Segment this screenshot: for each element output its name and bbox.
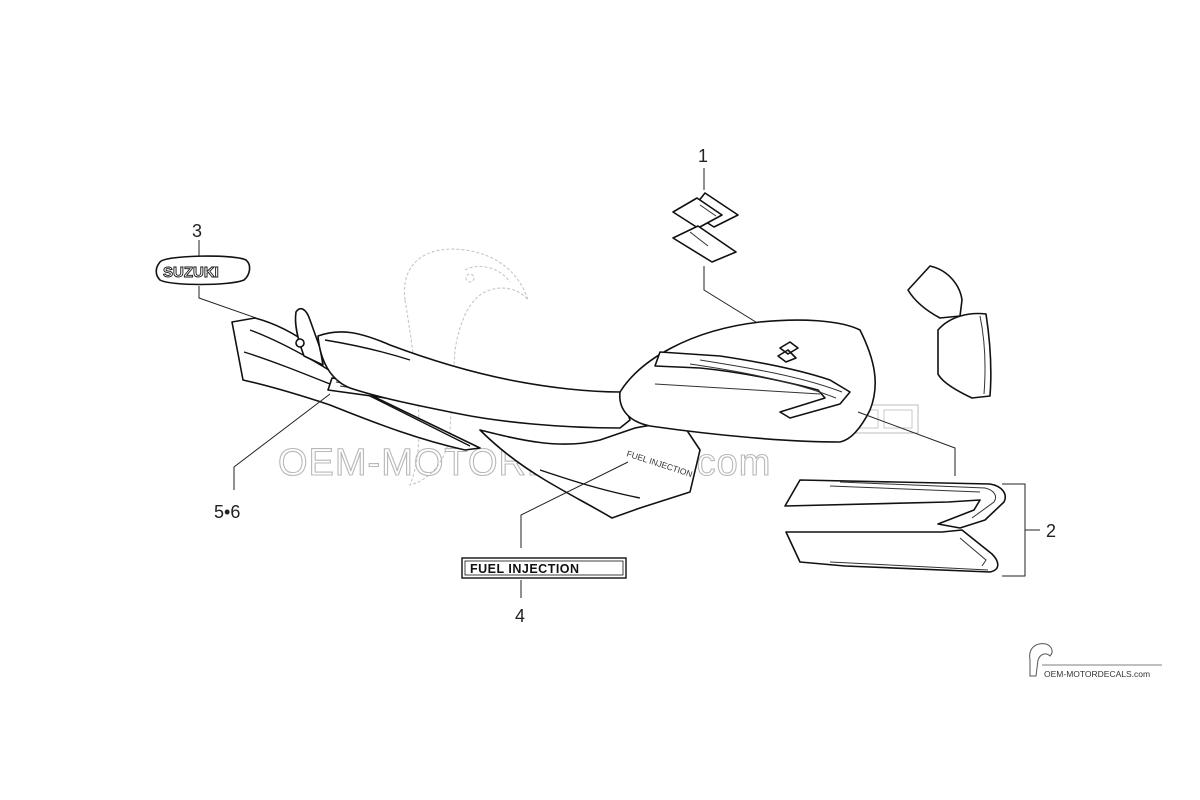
part-3-suzuki-emblem[interactable]: SUZUKI [155,255,251,286]
callout-1: 1 [698,146,708,166]
suzuki-emblem-text: SUZUKI [163,264,219,281]
corner-watermark-text: OEM-MOTORDECALS.com [1044,669,1150,679]
leader-2-tank [857,411,956,476]
callout-3: 3 [192,221,202,241]
fuel-tank[interactable] [619,319,876,443]
motorcycle-outline [231,307,876,519]
knee-pads [907,265,992,399]
tank-s-logo [777,341,799,363]
leader-3 [198,286,257,319]
leader-5-6 [233,393,331,490]
part-1-s-emblem[interactable] [672,192,739,263]
corner-watermark-logo: OEM-MOTORDECALS.com [1029,643,1162,679]
fuel-injection-label: FUEL INJECTION [470,562,580,576]
callout-2: 2 [1046,521,1056,541]
tank-stripe-decal [654,351,851,419]
callout-4: 4 [515,606,525,626]
part-4-fuel-injection-decal[interactable]: FUEL INJECTION [461,557,627,579]
part-2-tank-stripes[interactable] [784,479,1006,573]
side-panel [479,419,701,519]
callout-5-6: 5•6 [214,502,240,522]
leader-4 [520,461,629,548]
